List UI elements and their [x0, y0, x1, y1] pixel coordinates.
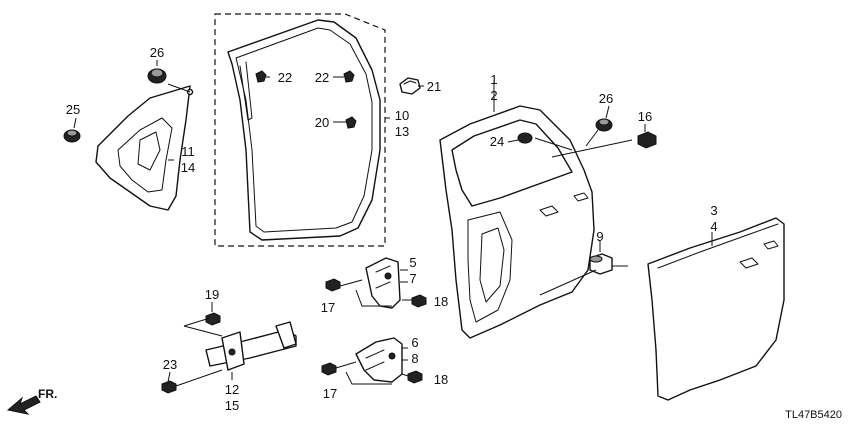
clip-21: [399, 77, 421, 95]
door-frame-group: [439, 80, 657, 339]
bolt-18b: [407, 370, 423, 384]
clip-22a: [255, 70, 267, 83]
direction-label: FR.: [38, 387, 57, 401]
inner-guard-group: [63, 68, 194, 211]
label-7: 7: [409, 271, 416, 286]
label-25: 25: [66, 102, 80, 117]
upper-hinge-group: [325, 257, 427, 309]
weatherstrip-group: [214, 13, 390, 247]
bolt-23: [161, 380, 177, 394]
label-13: 13: [395, 124, 409, 139]
label-18b: 18: [434, 372, 448, 387]
rear-door-skin: [647, 217, 785, 401]
label-6: 6: [411, 335, 418, 350]
clip-22b: [343, 70, 355, 83]
bolt-19: [205, 312, 221, 326]
door-skin-group: [647, 217, 785, 401]
stopper-group: [539, 240, 628, 296]
label-16: 16: [638, 109, 652, 124]
label-17b: 17: [323, 386, 337, 401]
inner-door-guard: [95, 85, 191, 211]
label-4: 4: [710, 219, 717, 234]
label-19: 19: [205, 287, 219, 302]
label-24: 24: [490, 134, 504, 149]
direction-indicator: FR.: [6, 387, 57, 415]
bolt-18a: [411, 294, 427, 308]
label-12: 12: [225, 382, 239, 397]
label-26: 26: [150, 45, 164, 60]
label-11: 11: [181, 144, 195, 159]
lower-hinge: [355, 337, 403, 383]
label-5: 5: [409, 255, 416, 270]
weatherstrip-box: [214, 13, 386, 247]
label-9: 9: [596, 229, 603, 244]
leader-lines: [73, 60, 646, 383]
label-23: 23: [163, 357, 177, 372]
label-18a: 18: [434, 294, 448, 309]
arrow-left-icon: [6, 395, 41, 415]
label-20: 20: [315, 115, 329, 130]
label-17a: 17: [321, 300, 335, 315]
label-26b: 26: [599, 91, 613, 106]
plug-16: [637, 131, 657, 149]
clip-21-group: [399, 77, 421, 95]
label-22b: 22: [315, 70, 329, 85]
label-21: 21: [427, 79, 441, 94]
label-22a: 22: [278, 70, 292, 85]
checker-group: [161, 312, 297, 394]
bolt-17a: [325, 278, 341, 292]
grommet-24: [517, 132, 533, 144]
label-2: 2: [490, 88, 497, 103]
label-3: 3: [710, 203, 717, 218]
part-labels: 26 25 11 14 22 22 20 10 13 21 1 2 24 26 …: [66, 45, 718, 413]
label-15: 15: [225, 398, 239, 413]
bolt-17b: [321, 362, 337, 376]
label-10: 10: [395, 108, 409, 123]
label-14: 14: [181, 160, 195, 175]
lower-hinge-group: [321, 337, 423, 385]
label-8: 8: [411, 351, 418, 366]
upper-hinge: [365, 257, 401, 309]
diagram-code: TL47B5420: [785, 409, 842, 421]
label-1: 1: [490, 72, 497, 87]
clip-20: [345, 116, 357, 129]
